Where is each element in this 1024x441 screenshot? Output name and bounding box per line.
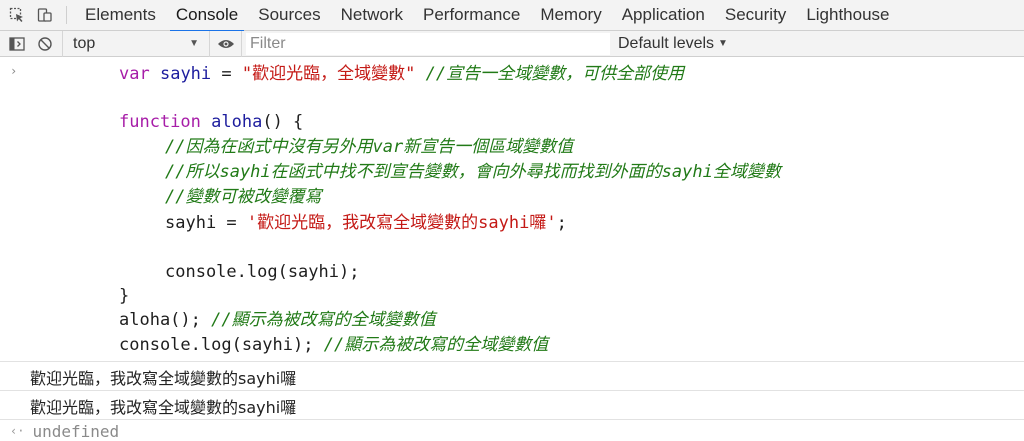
devtools-tabbar: Elements Console Sources Network Perform…: [0, 0, 1024, 32]
dropdown-arrow-icon: ▼: [189, 37, 199, 49]
inspect-element-icon[interactable]: [6, 4, 28, 26]
code-line-call: aloha(); //顯示為被改寫的全域變數值: [119, 310, 436, 330]
device-toolbar-icon[interactable]: [34, 4, 56, 26]
tab-security[interactable]: Security: [724, 5, 787, 24]
chevron-down-icon: ▼: [718, 38, 728, 49]
code-comment-3: //變數可被改變覆寫: [165, 187, 322, 207]
code-line-close-brace: }: [119, 286, 130, 306]
tab-application[interactable]: Application: [621, 5, 705, 24]
context-selector[interactable]: top ▼: [62, 30, 210, 57]
filter-input[interactable]: [246, 32, 610, 55]
tab-memory[interactable]: Memory: [540, 5, 602, 24]
toolbar-divider: [66, 6, 67, 24]
tab-lighthouse[interactable]: Lighthouse: [806, 5, 890, 24]
tab-console[interactable]: Console: [166, 0, 248, 32]
code-line-assign: sayhi = '歡迎光臨，我改寫全域變數的sayhi囉';: [165, 213, 567, 233]
console-log-output: 歡迎光臨，我改寫全域變數的sayhi囉: [0, 392, 1024, 420]
console-toolbar: top ▼ Default levels ▼: [0, 30, 1024, 57]
console-log-output: 歡迎光臨，我改寫全域變數的sayhi囉: [0, 363, 1024, 391]
sidebar-toggle-icon[interactable]: [6, 33, 28, 55]
code-line-console-log: console.log(sayhi); //顯示為被改寫的全域變數值: [119, 335, 549, 355]
code-line-var: var sayhi = "歡迎光臨，全域變數" //宣告一全域變數，可供全部使用: [119, 64, 685, 84]
code-comment-2: //所以sayhi在函式中找不到宣告變數，會向外尋找而找到外面的sayhi全域變…: [165, 162, 781, 182]
tab-network[interactable]: Network: [340, 5, 403, 24]
result-value: undefined: [32, 421, 120, 441]
live-expression-eye-icon[interactable]: [210, 30, 242, 57]
return-arrow-icon: ‹·: [10, 424, 25, 438]
log-levels-dropdown[interactable]: Default levels ▼: [618, 35, 728, 53]
console-input-entry: › var sayhi = "歡迎光臨，全域變數" //宣告一全域變數，可供全部…: [0, 58, 1024, 362]
code-comment-1: //因為在函式中沒有另外用var新宣告一個區域變數值: [165, 137, 574, 157]
clear-console-icon[interactable]: [34, 33, 56, 55]
console-messages: › var sayhi = "歡迎光臨，全域變數" //宣告一全域變數，可供全部…: [0, 58, 1024, 441]
log-levels-label: Default levels: [618, 34, 715, 52]
console-result: ‹· undefined: [0, 421, 1024, 441]
tab-sources[interactable]: Sources: [258, 5, 321, 24]
prompt-chevron-icon: ›: [10, 64, 18, 78]
tab-performance[interactable]: Performance: [422, 5, 521, 24]
code-line-log: console.log(sayhi);: [165, 262, 360, 282]
code-line-function: function aloha() {: [119, 112, 304, 132]
tab-elements[interactable]: Elements: [85, 5, 156, 24]
context-value: top: [73, 34, 96, 52]
